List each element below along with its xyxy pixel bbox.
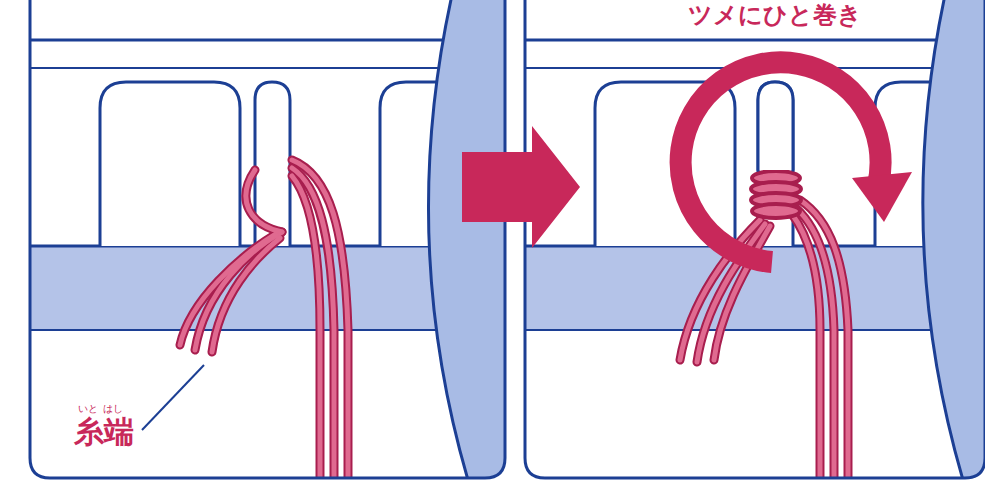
instruction-text: ツメにひと巻き <box>688 3 862 27</box>
right-panel <box>525 0 985 497</box>
step-arrow <box>462 126 580 248</box>
left-panel <box>30 0 510 497</box>
furigana: はし <box>103 404 123 414</box>
part-label: 糸端 <box>74 417 134 447</box>
furigana: いと <box>78 404 98 414</box>
